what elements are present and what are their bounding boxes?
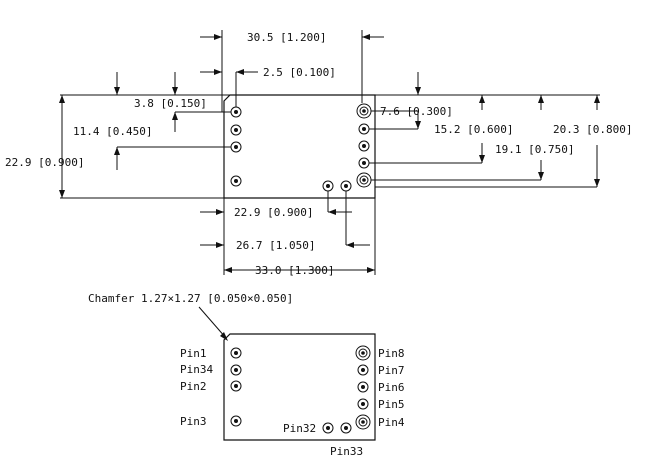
top-pin-left-2 [230,124,242,136]
pin5-label: Pin5 [378,398,405,411]
top-pin-right-3 [358,140,370,152]
chamfer-note: Chamfer 1.27×1.27 [0.050×0.050] [88,292,293,305]
bottom-pin32 [322,422,334,434]
pin3-label: Pin3 [180,415,207,428]
bottom-pin7 [357,364,369,376]
dim-11-4-label: 11.4 [0.450] [73,125,152,138]
pin7-label: Pin7 [378,364,405,377]
dim-3-8-label: 3.8 [0.150] [134,97,207,110]
bottom-pin34 [230,364,242,376]
dim-22-9-width-label: 22.9 [0.900] [234,206,313,219]
top-view: 30.5 [1.200] 2.5 [0.100] 3.8 [0.150] 11.… [5,30,632,277]
top-pin-right-4 [358,157,370,169]
pin1-label: Pin1 [180,347,207,360]
pin2-label: Pin2 [180,380,207,393]
top-pin-left-1 [230,106,242,118]
bottom-pin3 [230,415,242,427]
top-pin-right-2 [358,123,370,135]
dim-19-1-label: 19.1 [0.750] [495,143,574,156]
dim-22-9-height-label: 22.9 [0.900] [5,156,84,169]
pin34-label: Pin34 [180,363,213,376]
dim-33-0-label: 33.0 [1.300] [255,264,334,277]
top-module-outline [223,94,376,199]
dim-30-5-label: 30.5 [1.200] [247,31,326,44]
bottom-pin2 [230,380,242,392]
top-pin-right-1 [356,103,372,119]
bottom-view: Chamfer 1.27×1.27 [0.050×0.050] Pin1 Pin… [88,292,405,458]
dim-7-6-label: 7.6 [0.300] [380,105,453,118]
dim-20-3-label: 20.3 [0.800] [553,123,632,136]
top-pin-left-4 [230,175,242,187]
bottom-module-outline [223,333,376,441]
top-pin-left-3 [230,141,242,153]
pin4-label: Pin4 [378,416,405,429]
top-pin-bottom-1 [322,180,334,192]
pin8-label: Pin8 [378,347,405,360]
pin32-label: Pin32 [283,422,316,435]
top-pin-right-5 [356,172,372,188]
bottom-pin6 [357,381,369,393]
bottom-pin33 [340,422,352,434]
dim-15-2-label: 15.2 [0.600] [434,123,513,136]
pin6-label: Pin6 [378,381,405,394]
top-pin-bottom-2 [340,180,352,192]
pin33-label: Pin33 [330,445,363,458]
bottom-pin5 [357,398,369,410]
dim-2-5-label: 2.5 [0.100] [263,66,336,79]
bottom-pin8 [355,345,371,361]
bottom-pin1 [230,347,242,359]
bottom-pin4 [355,414,371,430]
top-dimension-arrows [59,34,600,273]
dim-26-7-label: 26.7 [1.050] [236,239,315,252]
